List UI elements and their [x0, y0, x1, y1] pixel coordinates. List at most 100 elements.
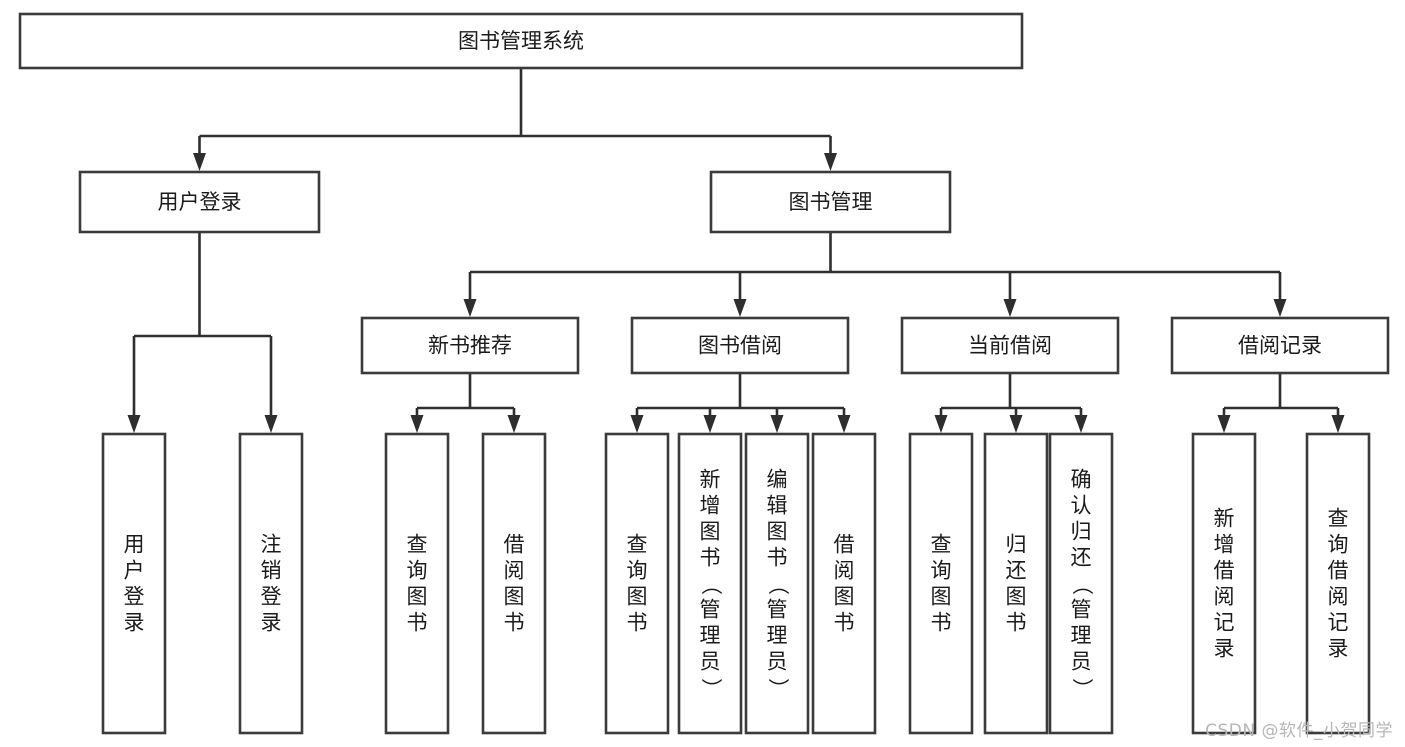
- node-label-char: 录: [124, 611, 145, 635]
- node-box: [238, 432, 304, 735]
- node-label-char: （: [1070, 574, 1094, 595]
- node-label-char: 增: [1214, 533, 1235, 557]
- node-label-char: 图: [407, 585, 428, 609]
- node-current-borrow[interactable]: 当前借阅: [900, 316, 1120, 375]
- node-label-char: 借: [1214, 559, 1235, 583]
- arrow-head-icon: [127, 415, 141, 433]
- node-box: [900, 316, 1120, 375]
- node-box: [1170, 316, 1390, 375]
- node-box: [384, 432, 450, 735]
- node-box: [18, 12, 1024, 70]
- node-label-char: 阅: [1214, 585, 1235, 609]
- node-label-char: 查: [1328, 507, 1349, 531]
- connector-layer: [127, 68, 1345, 433]
- node-label-char: 用: [124, 533, 145, 557]
- arrow-head-icon: [630, 415, 644, 433]
- node-label-char: 书: [767, 546, 788, 570]
- arrow-head-icon: [934, 415, 948, 433]
- node-root[interactable]: 图书管理系统: [18, 12, 1024, 70]
- node-label-char: 员: [1071, 650, 1092, 674]
- node-new-book-rec[interactable]: 新书推荐: [360, 316, 580, 375]
- connector-group-user-login: [127, 232, 278, 433]
- node-box: [481, 432, 547, 735]
- node-box: [1191, 432, 1257, 735]
- node-layer: 图书管理系统用户登录图书管理新书推荐图书借阅当前借阅借阅记录用户登录注销登录查询…: [18, 12, 1390, 735]
- node-box: [1305, 432, 1371, 735]
- node-book-borrow[interactable]: 图书借阅: [630, 316, 850, 375]
- node-box: [811, 432, 877, 735]
- arrow-head-icon: [1331, 415, 1345, 433]
- node-label: 借阅记录: [1238, 334, 1322, 358]
- node-label-char: 书: [834, 611, 855, 635]
- node-label-char: 确: [1071, 468, 1092, 492]
- node-label-char: 图: [767, 520, 788, 544]
- node-label-char: 归: [1071, 520, 1092, 544]
- node-box: [1048, 432, 1114, 735]
- node-label-char: 理: [700, 624, 721, 648]
- node-label-char: 借: [1328, 559, 1349, 583]
- node-label-char: 管: [767, 598, 788, 622]
- node-box: [677, 432, 743, 735]
- node-user-login[interactable]: 用户登录: [78, 170, 321, 234]
- arrow-head-icon: [507, 415, 521, 433]
- node-label-char: 管: [1071, 598, 1092, 622]
- node-label-char: 借: [504, 533, 525, 557]
- node-label-char: 查: [627, 533, 648, 557]
- node-label-char: 认: [1071, 494, 1092, 518]
- node-label-char: 新: [700, 468, 721, 492]
- node-label-char: ）: [1070, 678, 1094, 699]
- arrow-head-icon: [837, 415, 851, 433]
- node-label-char: 图: [700, 520, 721, 544]
- node-label-char: 阅: [834, 559, 855, 583]
- node-label-char: 书: [931, 611, 952, 635]
- node-label: 新书推荐: [428, 334, 512, 358]
- arrow-head-icon: [264, 415, 278, 433]
- node-box: [744, 432, 810, 735]
- node-label: 用户登录: [158, 190, 242, 214]
- node-box: [709, 170, 952, 234]
- node-book-manage[interactable]: 图书管理: [709, 170, 952, 234]
- arrow-head-icon: [410, 415, 424, 433]
- node-leaf-user-login[interactable]: 用户登录: [101, 432, 167, 735]
- arrow-head-icon: [703, 415, 717, 433]
- node-label-char: 员: [767, 650, 788, 674]
- node-label-char: 归: [1006, 533, 1027, 557]
- node-label-char: 记: [1214, 611, 1235, 635]
- node-label-char: 图: [931, 585, 952, 609]
- node-label-char: 书: [627, 611, 648, 635]
- arrow-head-icon: [1003, 299, 1017, 317]
- connector-group-current-borrow: [934, 373, 1088, 433]
- node-box: [101, 432, 167, 735]
- node-borrow-record[interactable]: 借阅记录: [1170, 316, 1390, 375]
- node-label-char: 登: [124, 585, 145, 609]
- node-label-char: 户: [124, 559, 145, 583]
- node-label-char: 询: [627, 559, 648, 583]
- node-label-char: 询: [407, 559, 428, 583]
- node-label-char: 书: [1006, 611, 1027, 635]
- node-label: 图书借阅: [698, 334, 782, 358]
